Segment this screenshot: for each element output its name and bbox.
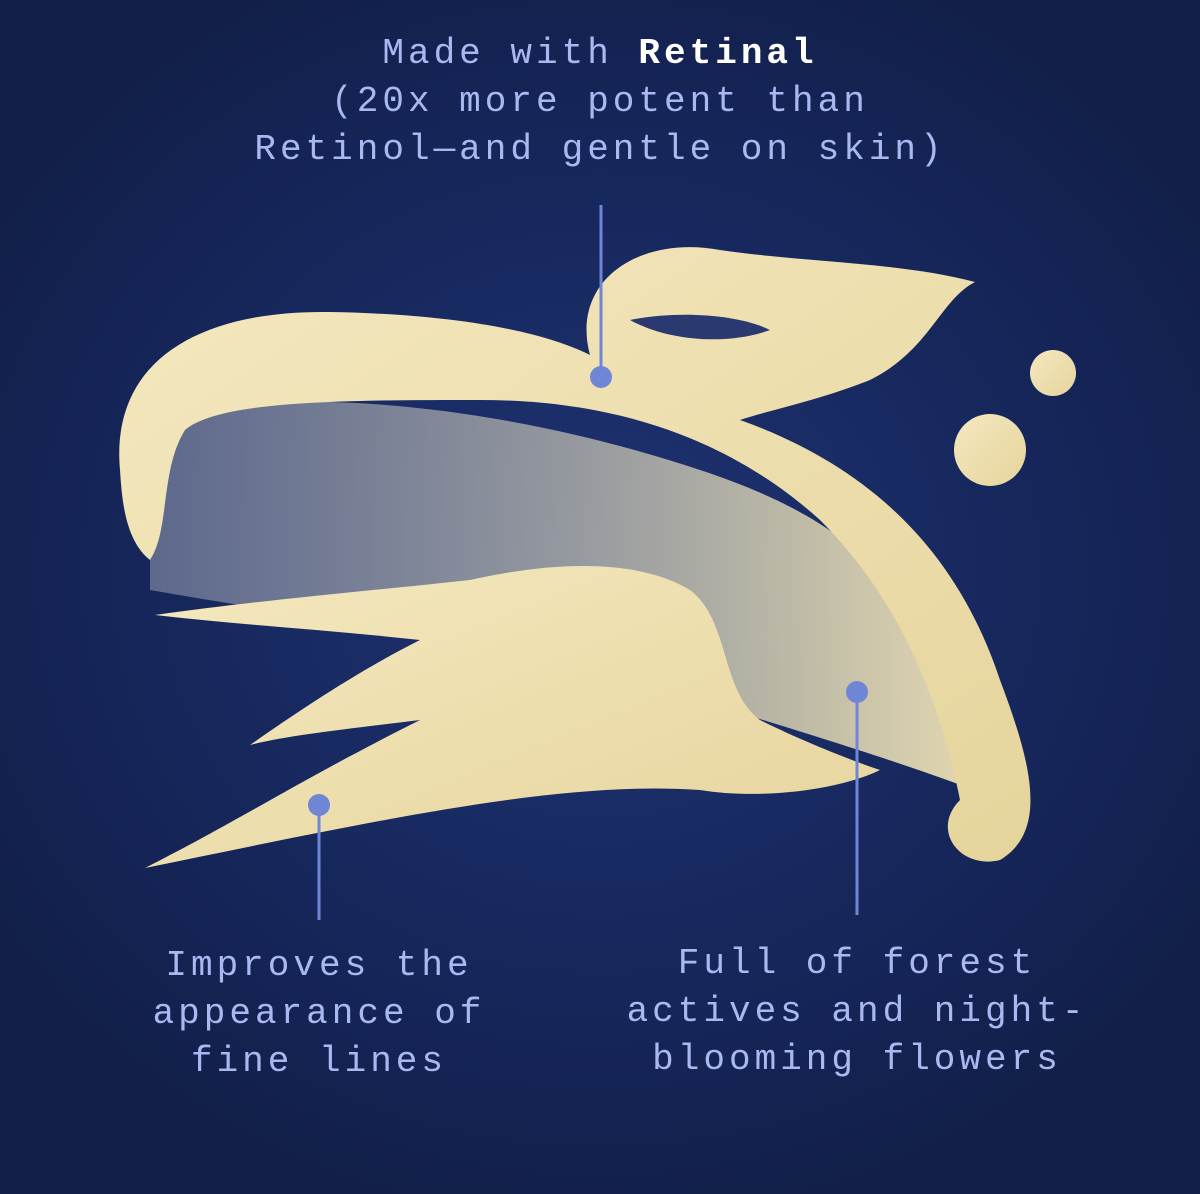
right-callout-line1: Full of forest bbox=[677, 943, 1037, 984]
top-callout-line1: Made with Retinal bbox=[0, 30, 1200, 78]
cream-droplet-small bbox=[1030, 350, 1076, 396]
line1-prefix: Made with bbox=[382, 33, 613, 74]
top-callout-line3: Retinol—and gentle on skin) bbox=[254, 129, 946, 170]
right-callout-text: Full of forest actives and night- bloomi… bbox=[607, 940, 1107, 1084]
left-callout-line2: appearance of bbox=[152, 993, 486, 1034]
cream-droplet-large bbox=[954, 414, 1026, 486]
right-callout-line3: blooming flowers bbox=[652, 1039, 1062, 1080]
top-callout-line2: (20x more potent than bbox=[331, 81, 869, 122]
left-callout-text: Improves the appearance of fine lines bbox=[119, 942, 519, 1086]
cream-loop-hole bbox=[630, 314, 770, 340]
callout-dot-right bbox=[846, 681, 868, 703]
left-callout-line1: Improves the bbox=[165, 945, 473, 986]
cream-top-stroke bbox=[119, 247, 1031, 862]
right-callout-line2: actives and night- bbox=[626, 991, 1088, 1032]
retinal-bold: Retinal bbox=[638, 33, 818, 74]
top-callout-text: Made with Retinal (20x more potent than … bbox=[0, 30, 1200, 174]
left-callout-line3: fine lines bbox=[190, 1041, 448, 1082]
cream-bottom-stroke bbox=[145, 566, 880, 868]
callout-dot-left bbox=[308, 794, 330, 816]
callout-dot-top bbox=[590, 366, 612, 388]
